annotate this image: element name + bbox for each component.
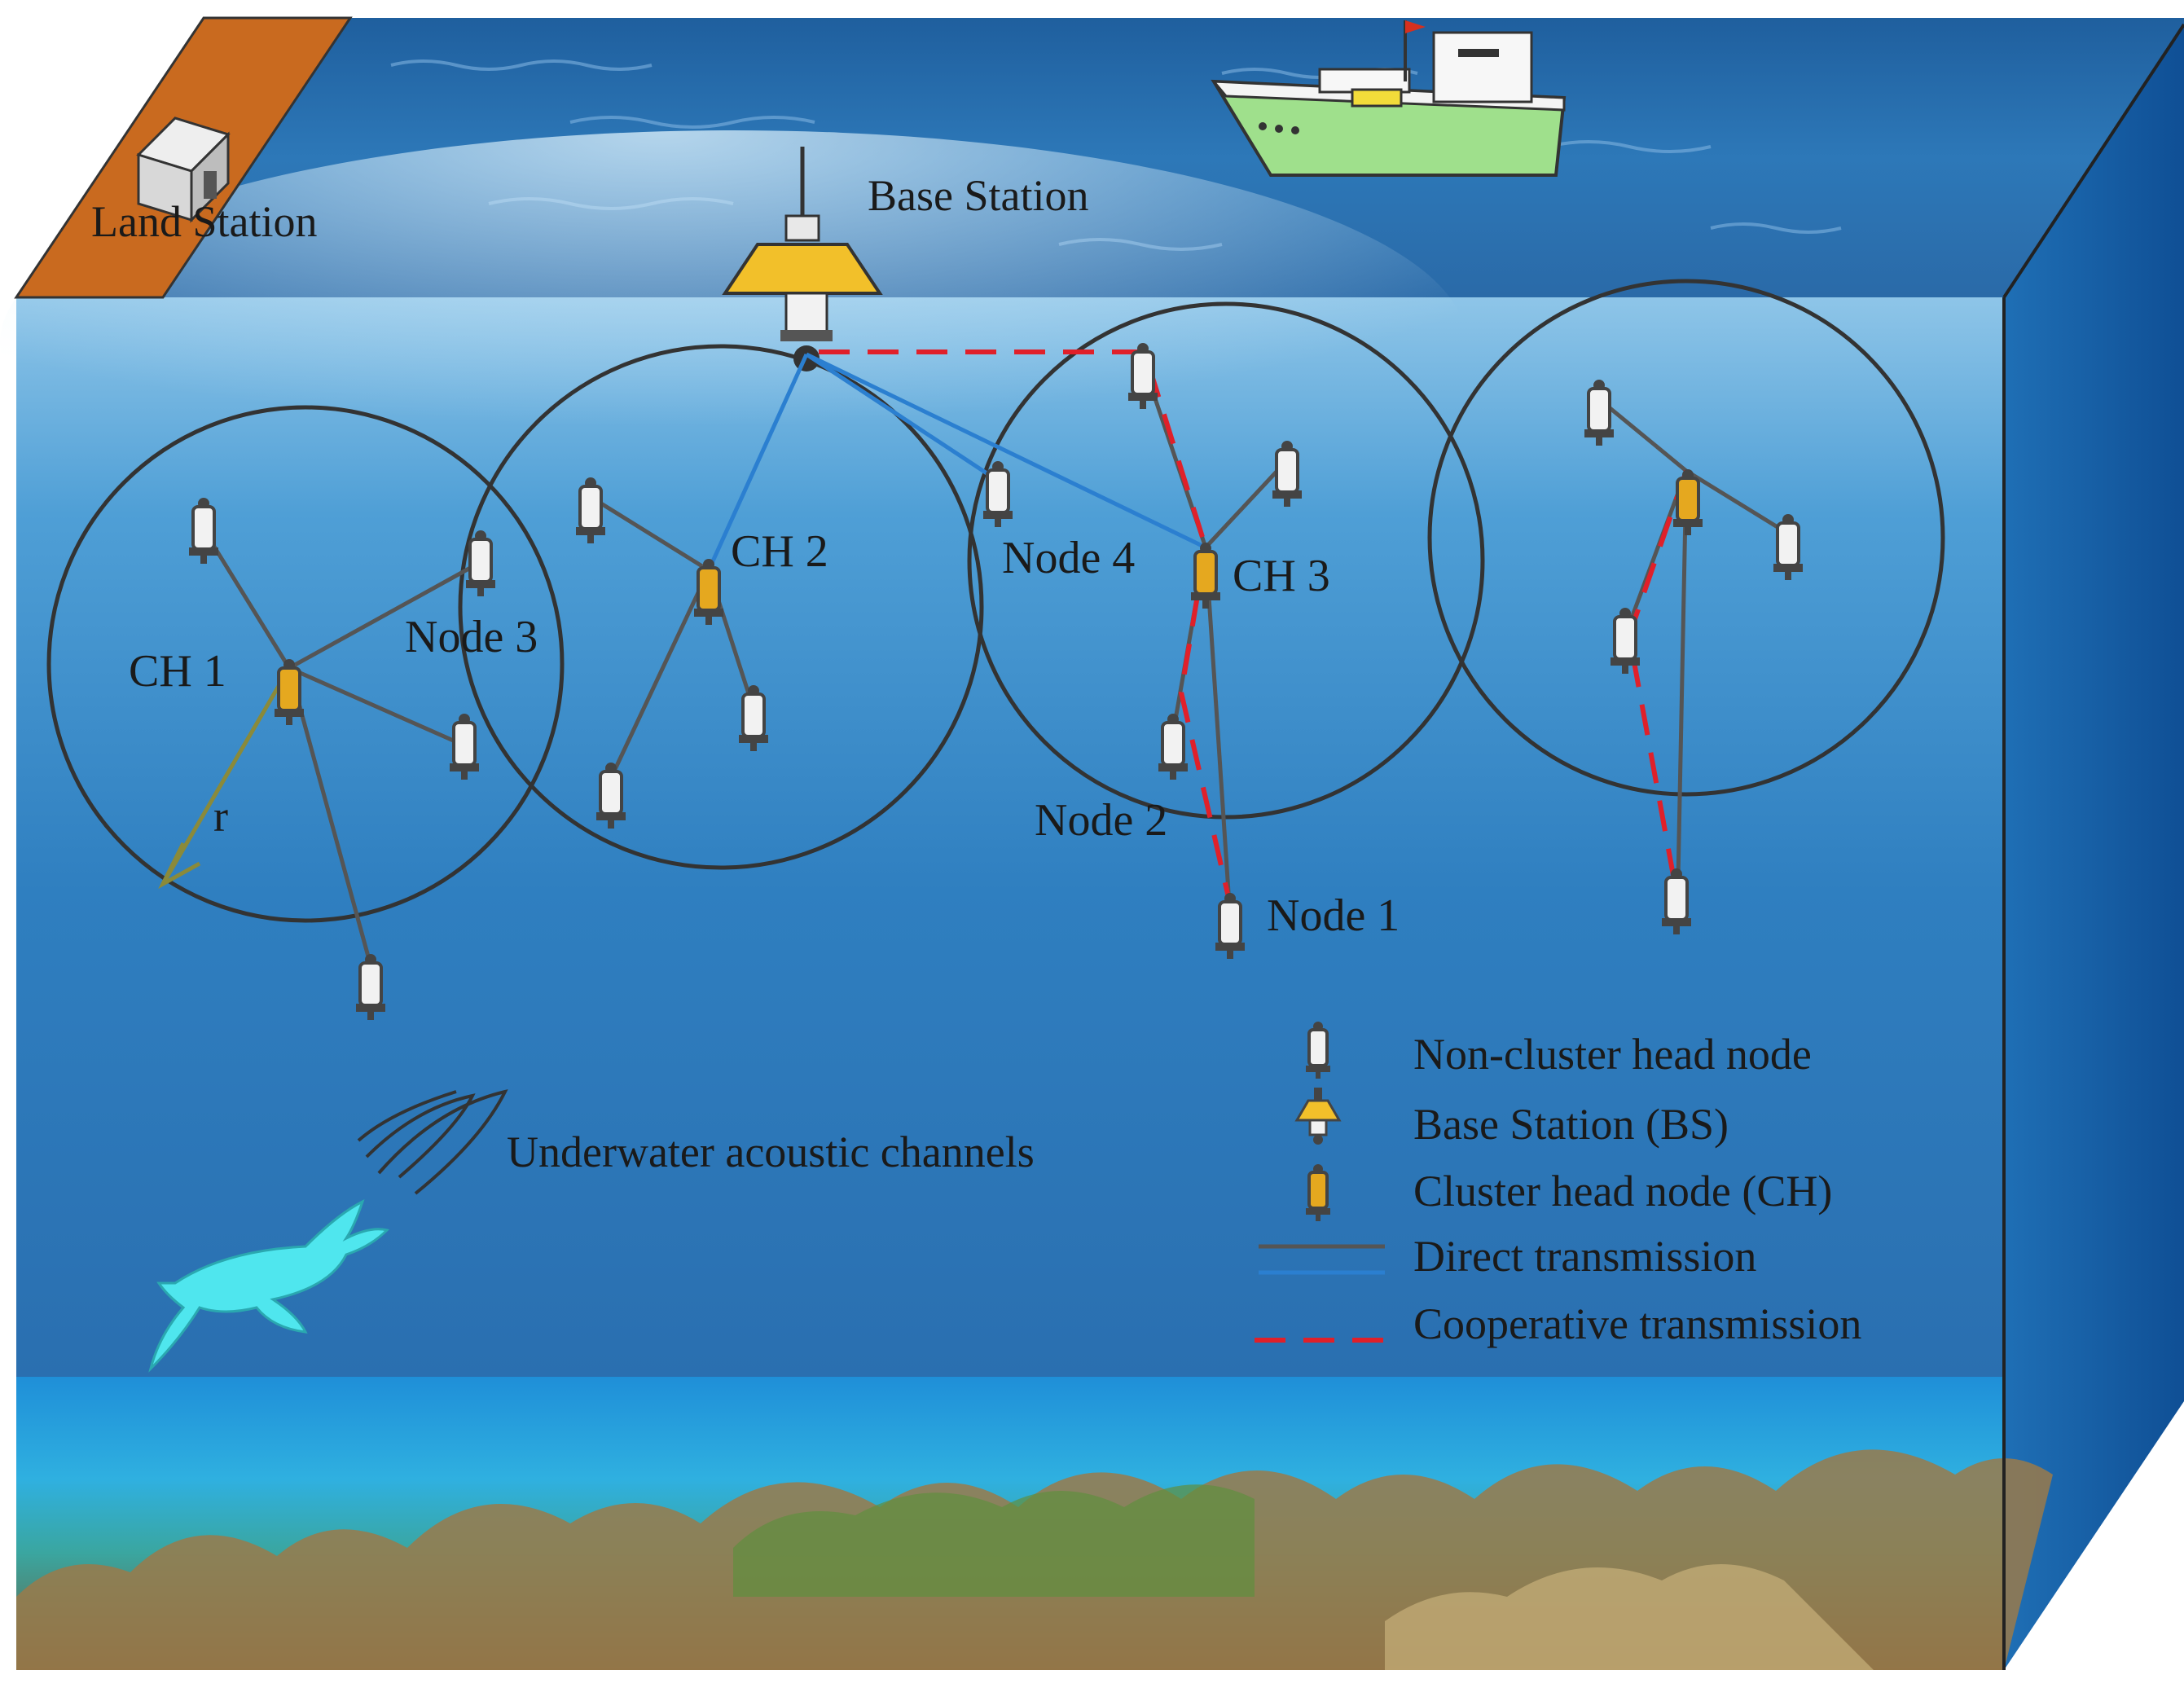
sensor-node-icon — [1158, 714, 1188, 780]
legend-non-cluster-head-icon — [1306, 1022, 1330, 1079]
cluster-head-4 — [1673, 469, 1703, 535]
cluster-head-nodes — [275, 469, 1703, 725]
base-station-label: Base Station — [868, 171, 1088, 220]
dolphin-icon — [148, 1199, 389, 1373]
sensor-node-icon — [189, 498, 218, 564]
acoustic-wave-icon — [357, 1089, 508, 1195]
legend: Non-cluster head node Base Station (BS) … — [1255, 1022, 1861, 1348]
sensor-node-icon — [596, 763, 626, 829]
sensor-node-icon — [983, 461, 1013, 527]
node1-label: Node 1 — [1267, 890, 1400, 941]
sensor-node-icon — [1584, 380, 1614, 446]
sensor-node-icon — [466, 530, 495, 596]
sensor-node-icon — [1773, 514, 1803, 580]
sensor-node-icon — [450, 714, 479, 780]
direct-links-dark — [201, 362, 1790, 966]
sensor-node-icon — [739, 685, 768, 751]
legend-direct-label: Direct transmission — [1413, 1232, 1756, 1281]
land-station-label: Land Station — [91, 197, 317, 246]
base-station-buoy — [722, 147, 883, 371]
reef-coral-light — [1385, 1564, 1874, 1670]
reef-coral-green — [733, 1484, 1255, 1597]
sensor-node-icon — [1272, 441, 1302, 507]
cluster-2-circle — [458, 344, 984, 870]
ch1-label: CH 1 — [129, 646, 226, 697]
legend-cluster-head-label: Cluster head node (CH) — [1413, 1167, 1832, 1215]
water-side-face — [2004, 24, 2184, 1670]
legend-cluster-head-icon — [1306, 1164, 1330, 1221]
legend-non-cluster-head-label: Non-cluster head node — [1413, 1030, 1812, 1079]
acoustic-label: Underwater acoustic channels — [507, 1128, 1035, 1176]
radius-arrow — [158, 666, 292, 890]
cluster-circles — [46, 279, 1945, 923]
cluster-1-circle — [46, 405, 565, 923]
sensor-node-icon — [1128, 343, 1158, 409]
cluster-4-circle — [1427, 279, 1945, 797]
direct-links-blue — [706, 352, 1207, 572]
sensor-node-icon — [576, 477, 605, 543]
legend-base-station-label: Base Station (BS) — [1413, 1100, 1729, 1149]
sensor-node-icon — [1215, 893, 1245, 959]
non-cluster-head-nodes — [189, 343, 1803, 1020]
cluster-head-3 — [1191, 543, 1220, 609]
ship-icon — [1211, 20, 1567, 177]
ch3-label: CH 3 — [1233, 551, 1330, 601]
node3-label: Node 3 — [405, 612, 538, 662]
cluster-3-circle — [967, 301, 1485, 820]
legend-cooperative-label: Cooperative transmission — [1413, 1299, 1861, 1348]
cluster-head-1 — [275, 659, 304, 725]
cube-edges — [2002, 23, 2184, 1670]
node4-label: Node 4 — [1002, 533, 1135, 583]
house-icon — [136, 116, 231, 223]
legend-base-station-icon — [1294, 1088, 1342, 1145]
sensor-node-icon — [1611, 608, 1640, 674]
light-rays — [0, 130, 1466, 554]
cluster-head-2 — [694, 559, 723, 625]
sensor-node-icon — [1662, 868, 1691, 934]
ch2-label: CH 2 — [731, 526, 828, 577]
radius-label: r — [213, 792, 228, 841]
sensor-node-icon — [356, 954, 385, 1020]
node2-label: Node 2 — [1035, 795, 1167, 846]
